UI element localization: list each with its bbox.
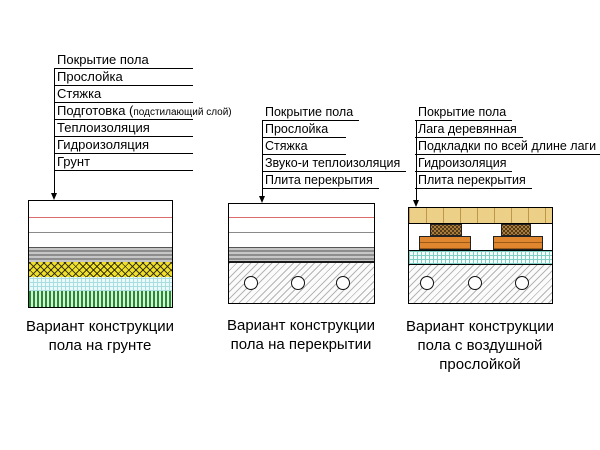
waterproofing-layer xyxy=(409,250,552,265)
thermal-insulation-layer xyxy=(29,262,172,277)
sound-thermal-insulation-label: Звуко-и теплоизоляция xyxy=(262,155,407,172)
floor-covering-label: Покрытие пола xyxy=(415,104,513,121)
hollow-core-circle xyxy=(420,276,434,290)
screed-label: Стяжка xyxy=(262,138,346,155)
subbase-layer xyxy=(29,247,172,262)
hollow-core-circle xyxy=(336,276,350,290)
arrow-down-icon xyxy=(259,196,265,203)
left-caption: Вариант конструкции пола на грунте xyxy=(25,318,175,354)
interlayer-label: Прослойка xyxy=(54,69,193,86)
arrow-down-icon xyxy=(413,200,419,207)
middle-caption: Вариант конструкции пола на перекрытии xyxy=(226,317,376,353)
hollow-core-circle xyxy=(244,276,258,290)
screed-layer xyxy=(229,233,374,247)
floor-slab-label: Плита перекрытия xyxy=(262,172,379,189)
ground-layer xyxy=(29,291,172,307)
screed-layer xyxy=(29,233,172,247)
slab-floor-section xyxy=(228,203,375,304)
ground-floor-section xyxy=(28,200,173,308)
air-gap-floor-section xyxy=(408,207,553,304)
floor-covering-label: Покрытие пола xyxy=(54,52,193,69)
left-leader-line xyxy=(54,69,55,193)
interlayer-label: Прослойка xyxy=(262,121,346,138)
screed-label: Стяжка xyxy=(54,86,193,103)
right-leader-line xyxy=(416,121,417,200)
right-label-stack: Покрытие пола Лага деревянная Подкладки … xyxy=(415,104,600,189)
ground-label: Грунт xyxy=(54,154,193,171)
joist-pad-block xyxy=(419,236,471,250)
floor-covering-layer xyxy=(29,201,172,217)
middle-label-stack: Покрытие пола Прослойка Стяжка Звуко-и т… xyxy=(262,104,407,189)
joist-pads-label: Подкладки по всей длине лаги xyxy=(415,138,600,155)
wooden-joist-block xyxy=(501,224,531,236)
floor-slab-label: Плита перекрытия xyxy=(415,172,532,189)
joist-pad-block xyxy=(493,236,543,250)
hollow-core-circle xyxy=(468,276,482,290)
hollow-core-circle xyxy=(291,276,305,290)
sound-thermal-insulation-layer xyxy=(229,247,374,261)
interlayer-layer xyxy=(29,217,172,233)
arrow-down-icon xyxy=(51,193,57,200)
middle-leader-line xyxy=(262,121,263,196)
subbase-label: Подготовка (подстилающий слой) xyxy=(54,103,232,120)
right-caption: Вариант конструкции пола с воздушной про… xyxy=(405,318,555,373)
thermal-insulation-label: Теплоизоляция xyxy=(54,120,193,137)
floor-covering-label: Покрытие пола xyxy=(262,104,360,121)
floor-covering-layer xyxy=(229,204,374,217)
waterproofing-label: Гидроизоляция xyxy=(415,155,513,172)
subbase-note: подстилающий слой) xyxy=(133,107,232,118)
waterproofing-layer xyxy=(29,277,172,291)
interlayer-layer xyxy=(229,217,374,233)
floor-slab-layer xyxy=(409,265,552,303)
wooden-joist-label: Лага деревянная xyxy=(415,121,523,138)
floor-slab-layer xyxy=(229,261,374,303)
left-label-stack: Покрытие пола Прослойка Стяжка Подготовк… xyxy=(54,52,232,171)
wooden-joist-block xyxy=(430,224,462,236)
waterproofing-label: Гидроизоляция xyxy=(54,137,193,154)
hollow-core-circle xyxy=(515,276,529,290)
floor-covering-layer xyxy=(409,208,552,224)
air-gap-layer xyxy=(409,224,552,250)
